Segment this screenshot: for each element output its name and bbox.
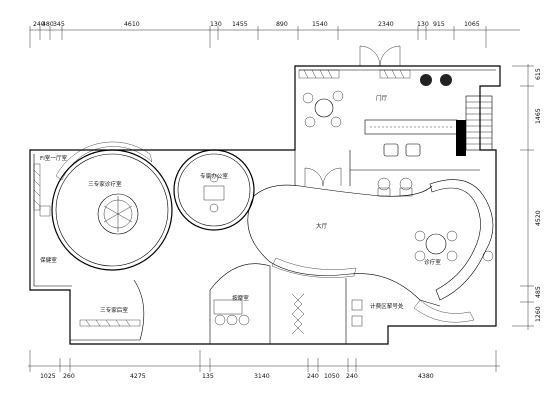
plant-decor	[420, 74, 452, 86]
dim-top-1: 240	[33, 21, 45, 28]
dim-top-3: 345	[53, 21, 65, 28]
curved-seating-right	[414, 179, 494, 301]
dim-bottom-2: 260	[63, 373, 75, 380]
room-bottom-center	[209, 263, 305, 344]
right-dimension-line: 615 1465 4520 485 1260	[512, 64, 542, 330]
top-wall-hatch	[298, 69, 411, 79]
dim-top-8: 1540	[312, 21, 328, 28]
label-room-left-side: 保健室	[40, 256, 57, 264]
dim-bottom-1: 1025	[40, 373, 56, 380]
label-room-entry: 门厅	[376, 94, 388, 102]
round-room-left	[51, 141, 173, 271]
top-dimension-line: 240 480 345 4610 130 1455 890 1540 2340 …	[29, 21, 520, 48]
round-room-small	[173, 149, 255, 231]
label-room-right: 诊疗室	[424, 258, 441, 266]
bottom-dimension-line: 1025 260 4275 135 3140 240 1050 240 4380	[28, 350, 500, 380]
dim-right-5: 1260	[535, 306, 542, 322]
dim-bottom-6: 240	[307, 373, 319, 380]
dim-top-11: 915	[433, 21, 445, 28]
label-room-top-left: Fl室一厅室	[40, 154, 68, 162]
room-labels: Fl室一厅室 三专家诊疗室 专家办公室 保健室 三专家后室 门厅 大厅 按摩室 …	[40, 94, 441, 314]
dim-bottom-9: 4380	[418, 373, 434, 380]
left-wall-hatch	[33, 163, 51, 217]
dim-right-4: 485	[535, 286, 542, 298]
dim-right-3: 4520	[535, 210, 542, 226]
dim-bottom-3: 4275	[130, 373, 146, 380]
label-room-round-left: 三专家诊疗室	[88, 180, 122, 188]
dim-top-5: 130	[210, 21, 222, 28]
room-bottom-left	[69, 279, 145, 341]
dim-right-2: 1465	[535, 108, 542, 124]
dim-bottom-4: 135	[202, 373, 214, 380]
dim-top-6: 1455	[232, 21, 248, 28]
label-room-round-small: 专家办公室	[200, 172, 228, 180]
label-room-bottom-left: 三专家后室	[100, 306, 128, 314]
dim-top-10: 130	[417, 21, 429, 28]
dim-right-1: 615	[535, 68, 542, 80]
label-room-bottom-right: 计费区挈号处	[370, 302, 404, 310]
dim-top-4: 4610	[124, 21, 140, 28]
room-bottom-right	[351, 299, 475, 327]
dim-bottom-5: 3140	[254, 373, 270, 380]
outer-walls	[29, 65, 501, 345]
reception-counter	[364, 119, 466, 157]
dim-top-2: 480	[42, 21, 54, 28]
dim-top-9: 2340	[378, 21, 394, 28]
dim-bottom-8: 240	[346, 373, 358, 380]
lobby-table	[302, 90, 344, 128]
central-hall-curve	[247, 184, 441, 307]
dim-top-12: 1065	[464, 21, 480, 28]
dim-bottom-7: 1050	[324, 373, 340, 380]
dim-top-7: 890	[276, 21, 288, 28]
lounge-chairs	[377, 177, 413, 197]
hall-door	[304, 167, 342, 187]
label-room-bottom-center: 按摩室	[232, 294, 249, 302]
entry-door	[359, 45, 401, 67]
staircase	[465, 95, 493, 151]
label-room-hall: 大厅	[316, 222, 328, 230]
